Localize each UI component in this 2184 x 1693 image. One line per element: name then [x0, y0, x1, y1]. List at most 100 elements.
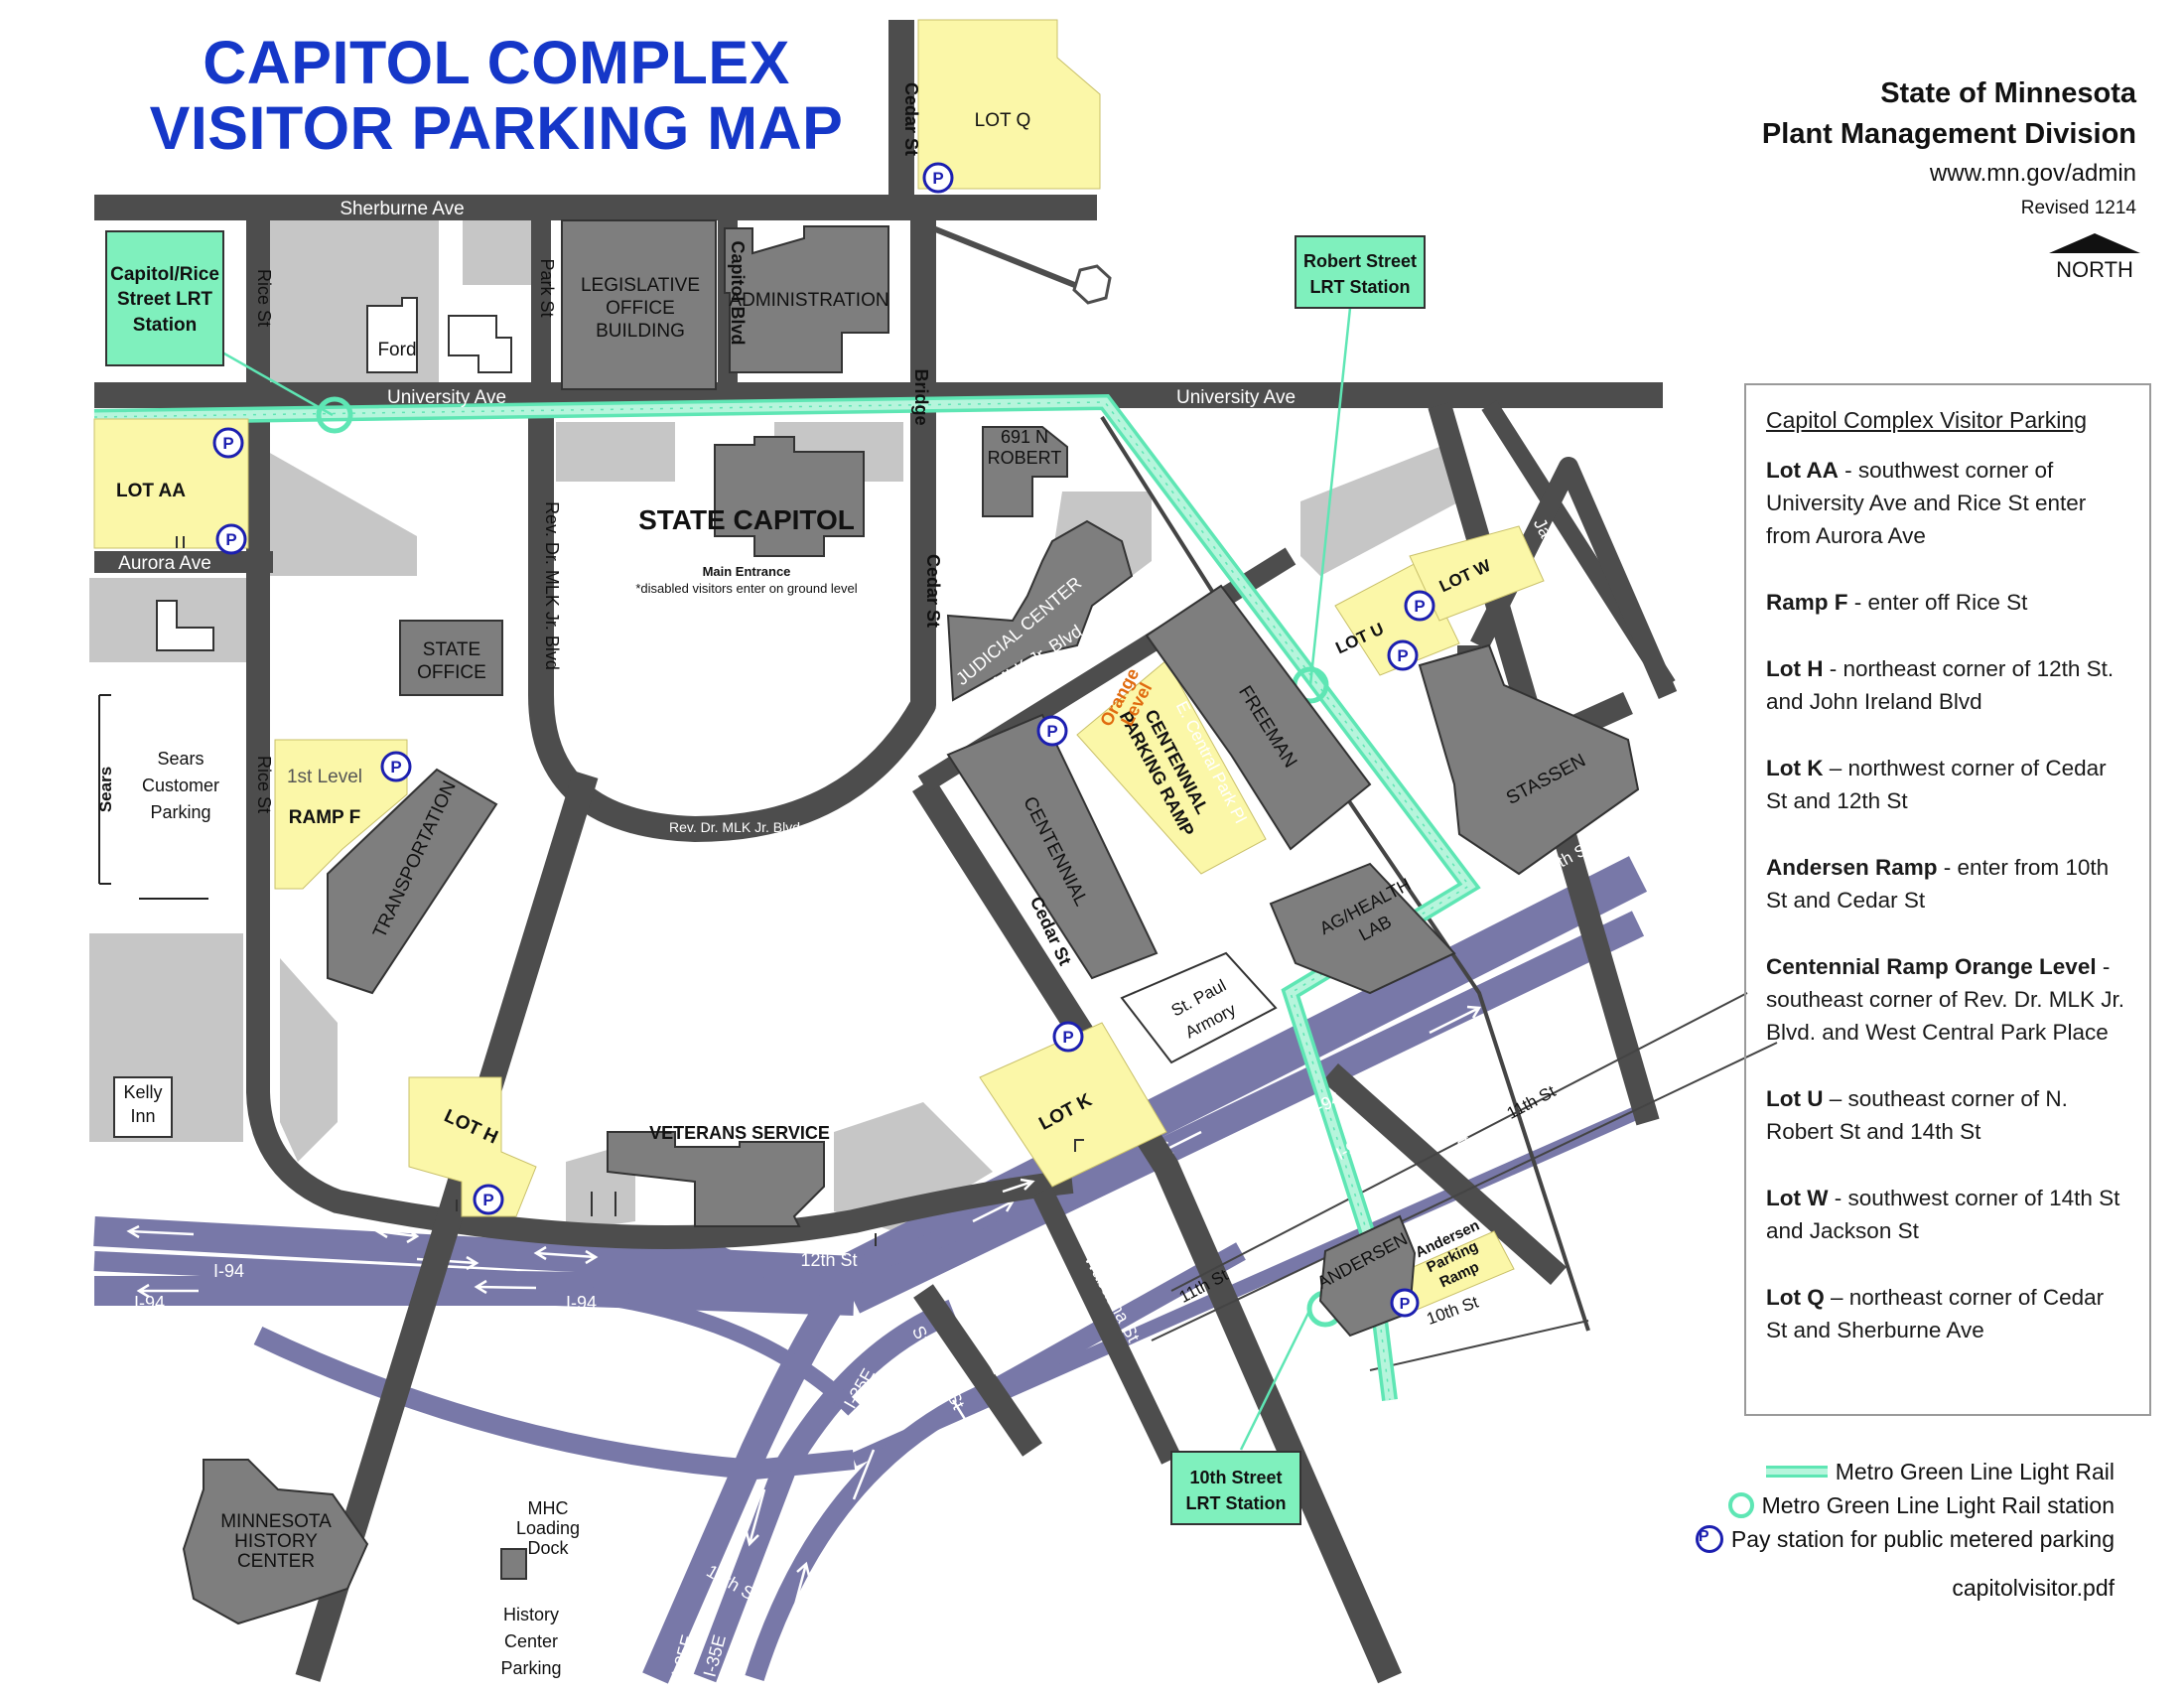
svg-text:P: P	[1062, 1028, 1073, 1047]
svg-text:P: P	[222, 434, 233, 453]
svg-text:P: P	[932, 169, 943, 188]
sears-parking-line3: Parking	[150, 802, 210, 822]
org-info: State of Minnesota Plant Management Divi…	[1762, 73, 2136, 224]
street-university-east: University Ave	[1176, 387, 1296, 408]
legend-entry: Ramp F - enter off Rice St	[1766, 590, 2028, 615]
state-office-line2: OFFICE	[417, 662, 486, 683]
state-office-line1: STATE	[423, 639, 480, 660]
street-aurora-east: Aurora Ave.	[805, 611, 903, 632]
station-tenth-line2: LRT Station	[1186, 1493, 1287, 1513]
pay-station-icon: P	[1404, 590, 1435, 622]
white-buildings	[113, 297, 1278, 1138]
station-rice: Capitol/Rice Street LRT Station	[105, 230, 224, 366]
ramp-f-level-label: 1st Level	[287, 767, 362, 787]
station-tenth: 10th Street LRT Station	[1170, 1451, 1301, 1525]
main-entrance-label: Main Entrance	[703, 564, 791, 579]
street-bridge: Bridge	[911, 368, 931, 425]
street-john-ireland-south: John Ireland Blvd	[202, 1320, 263, 1457]
mn-history-line2: HISTORY	[234, 1531, 318, 1552]
street-cedar-mid: Cedar St	[923, 554, 943, 628]
street-12th-south: 12th St	[800, 1250, 857, 1270]
street-11th-east: 11th St	[1504, 1081, 1560, 1123]
map-title-line2: VISITOR PARKING MAP	[149, 94, 844, 162]
legend-entry: Lot K – northwest corner of Cedar St and…	[1766, 756, 2107, 813]
key-station-row: Metro Green Line Light Rail station	[1608, 1488, 2115, 1522]
mn-history-line1: MINNESOTA	[220, 1511, 332, 1532]
legend-entry: Centennial Ramp Orange Level - southeast…	[1766, 954, 2124, 1045]
legend-entry: Lot Q – northeast corner of Cedar St and…	[1766, 1285, 2105, 1342]
freeway-i94-a: I-94	[199, 1188, 229, 1207]
mhc-dock-line3: Dock	[527, 1538, 569, 1558]
station-tenth-line1: 10th Street	[1189, 1468, 1282, 1487]
pay-station-icon: P	[473, 1184, 504, 1215]
parking-legend: Capitol Complex Visitor Parking Lot AA -…	[1744, 383, 2151, 1416]
rail-line-icon	[1765, 1466, 1828, 1478]
map-title: CAPITOL COMPLEX VISITOR PARKING MAP	[149, 30, 844, 161]
pay-station-icon: P	[1390, 1288, 1420, 1318]
ford-label: Ford	[377, 340, 416, 360]
lot-q-label: LOT Q	[975, 110, 1031, 131]
key-rail-row: Metro Green Line Light Rail	[1608, 1455, 2115, 1488]
legend-heading: Capitol Complex Visitor Parking	[1766, 407, 2087, 433]
pay-station-icon: P	[1052, 1021, 1084, 1053]
cul-de-sac	[931, 225, 1112, 305]
pay-station-icon: P	[1695, 1525, 1723, 1553]
buildings	[182, 219, 1640, 1625]
legend-entry: Lot AA - southwest corner of University …	[1766, 458, 2087, 548]
file-name: capitolvisitor.pdf	[1952, 1575, 2115, 1601]
org-division: Plant Management Division	[1761, 118, 2136, 150]
map-key: Metro Green Line Light Rail Metro Green …	[1608, 1455, 2115, 1556]
street-rice-north: Rice St	[254, 269, 274, 327]
pay-station-icon: P	[1387, 639, 1419, 671]
rail-station-icon	[1727, 1492, 1754, 1518]
org-url[interactable]: www.mn.gov/admin	[1929, 160, 2136, 187]
street-mlk-west: Rev. Dr. MLK Jr. Blvd	[542, 501, 562, 670]
history-parking-line1: History	[503, 1605, 559, 1624]
lot-stripes	[591, 1192, 877, 1246]
street-john-ireland-north: John Ireland Blvd	[430, 903, 491, 1040]
street-columbus: Columbus St	[1160, 885, 1252, 953]
veterans-service-label: VETERANS SERVICE	[649, 1123, 830, 1143]
svg-text:P: P	[1046, 722, 1057, 741]
ramp-f-label: RAMP F	[289, 807, 360, 828]
pay-station-icon: P	[215, 523, 247, 555]
org-revised: Revised 1214	[2020, 198, 2136, 218]
legend-entry: Lot H - northeast corner of 12th St. and…	[1766, 656, 2115, 714]
pay-station-icon: P	[380, 751, 412, 782]
station-rice-line1: Capitol/Rice	[110, 264, 219, 285]
legend-entry: Lot W - southwest corner of 14th St and …	[1766, 1186, 2120, 1243]
freeway-i94-b: I-94	[213, 1261, 244, 1281]
svg-text:P: P	[482, 1191, 493, 1209]
mhc-dock-line1: MHC	[528, 1498, 569, 1518]
key-pay-row: P Pay station for public metered parking	[1608, 1522, 2115, 1556]
station-rice-line2: Street LRT	[117, 289, 212, 310]
legislative-line3: BUILDING	[596, 321, 685, 342]
sears-parking-line2: Customer	[142, 776, 219, 795]
mhc-dock-line2: Loading	[516, 1518, 580, 1538]
pay-station-icon: P	[1036, 715, 1068, 747]
street-mlk-loop: Rev. Dr. MLK Jr. Blvd	[669, 819, 800, 835]
station-robert: Robert Street LRT Station	[1295, 235, 1426, 309]
org-state: State of Minnesota	[1880, 77, 2136, 109]
sears-label: Sears	[96, 767, 115, 812]
svg-text:P: P	[225, 530, 236, 549]
north-label: NORTH	[2056, 257, 2133, 282]
svg-text:P: P	[1397, 646, 1408, 665]
legend-entry: Lot U – southeast corner of N. Robert St…	[1766, 1086, 2068, 1144]
north-indicator: NORTH	[2040, 233, 2149, 283]
key-rail-label: Metro Green Line Light Rail	[1835, 1458, 2115, 1484]
street-university-west: University Ave	[387, 387, 506, 408]
street-capitol-blvd: Capitol Blvd	[728, 240, 748, 345]
street-park: Park St	[537, 258, 557, 317]
legend-entry: Andersen Ramp - enter from 10th St and C…	[1766, 855, 2110, 913]
pay-station-icon: P	[212, 427, 244, 459]
lot-aa-label: LOT AA	[116, 481, 186, 501]
station-robert-line2: LRT Station	[1310, 277, 1411, 297]
key-pay-label: Pay station for public metered parking	[1730, 1525, 2115, 1552]
kelly-inn-line2: Inn	[130, 1106, 155, 1126]
station-robert-line1: Robert Street	[1303, 251, 1417, 271]
legislative-line2: OFFICE	[606, 298, 675, 319]
key-station-label: Metro Green Line Light Rail station	[1761, 1491, 2115, 1518]
